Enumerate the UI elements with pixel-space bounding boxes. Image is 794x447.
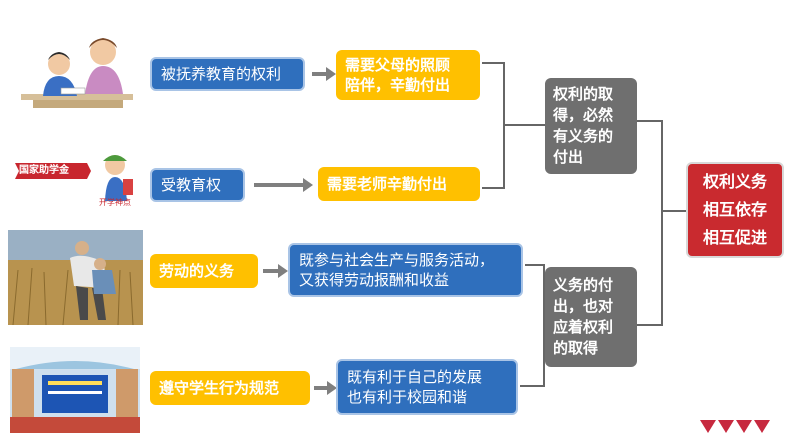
school-stage-photo bbox=[10, 347, 140, 433]
bracket-top-upper-line bbox=[482, 62, 504, 64]
final-bracket-vertical bbox=[661, 120, 663, 326]
bracket-bottom-upper-line bbox=[525, 264, 545, 266]
decor-triangle-1 bbox=[700, 420, 716, 433]
arrow-row-2 bbox=[254, 178, 313, 192]
arrow-row-1 bbox=[312, 67, 336, 81]
teacher-effort-box: 需要老师辛勤付出 bbox=[318, 167, 480, 201]
parents-care-box: 需要父母的照顾 陪伴，辛勤付出 bbox=[336, 50, 480, 100]
labor-benefit-box: 既参与社会生产与服务活动， 又获得劳动报酬和收益 bbox=[288, 243, 523, 297]
grant-sign-text: 开学神点 bbox=[99, 198, 131, 207]
decor-triangle-3 bbox=[736, 420, 752, 433]
final-bracket-connector bbox=[661, 210, 686, 212]
bracket-top-lower-line bbox=[482, 187, 504, 189]
rights-duties-interdependence-box: 权利义务 相互依存 相互促进 bbox=[686, 162, 784, 258]
parent-child-study-illustration bbox=[15, 34, 137, 114]
arrow-row-4 bbox=[314, 381, 337, 395]
farm-labor-photo bbox=[8, 230, 143, 325]
final-bracket-upper-line bbox=[637, 120, 662, 122]
right-to-upbringing-label: 被抚养教育的权利 bbox=[150, 57, 305, 91]
rights-require-duties-box: 权利的取 得，必然 有义务的 付出 bbox=[545, 78, 637, 174]
conduct-benefit-box: 既有利于自己的发展 也有利于校园和谐 bbox=[336, 359, 518, 415]
decor-triangle-4 bbox=[754, 420, 770, 433]
grant-logo-text: 国家助学金 bbox=[19, 165, 69, 176]
right-to-education-label: 受教育权 bbox=[150, 168, 245, 202]
student-grant-illustration: 国家助学金 开学神点 bbox=[11, 145, 136, 211]
bracket-bottom-lower-line bbox=[520, 385, 545, 387]
student-conduct-label: 遵守学生行为规范 bbox=[150, 371, 310, 405]
bracket-bottom-vertical bbox=[543, 264, 545, 387]
duties-bring-rights-box: 义务的付 出，也对 应着权利 的取得 bbox=[545, 267, 637, 367]
final-bracket-lower-line bbox=[637, 324, 662, 326]
bracket-top-connector bbox=[503, 124, 545, 126]
decor-triangle-2 bbox=[718, 420, 734, 433]
arrow-row-3 bbox=[263, 264, 288, 278]
labor-duty-label: 劳动的义务 bbox=[150, 254, 258, 288]
